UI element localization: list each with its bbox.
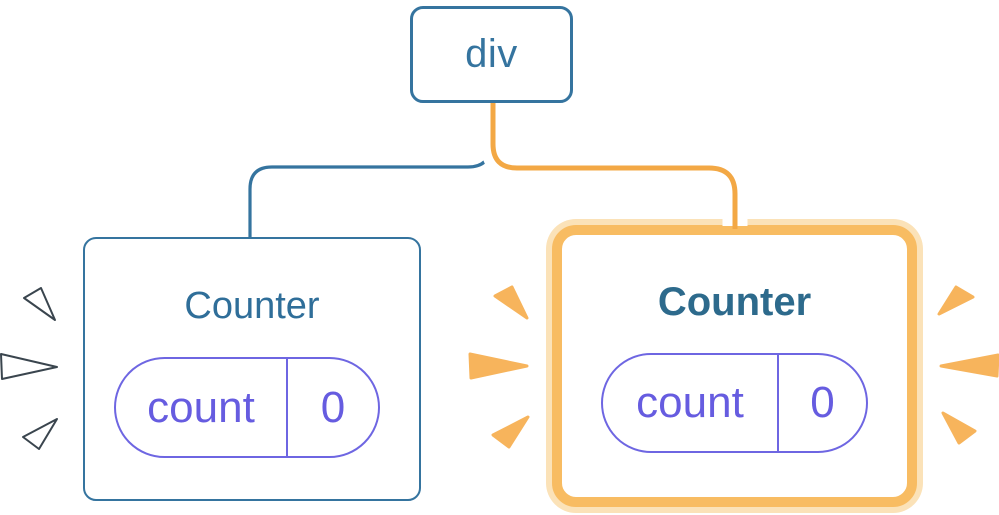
connector-left-line	[248, 101, 492, 239]
spark-icon-left-group	[0, 287, 58, 450]
state-key-right: count	[603, 355, 779, 451]
spark-icon	[937, 285, 975, 316]
spark-icon	[0, 353, 58, 380]
spark-icon-right-group	[937, 285, 999, 445]
state-value-right: 0	[810, 378, 835, 427]
counter-title-left: Counter	[184, 285, 320, 327]
root-node-div: div	[410, 6, 573, 103]
counter-card-left: Counter count 0	[83, 237, 421, 501]
spark-icon	[939, 353, 999, 378]
state-pill-left: count 0	[114, 357, 380, 458]
root-node-label: div	[465, 32, 518, 76]
spark-icon	[491, 415, 530, 449]
counter-title-right: Counter	[657, 280, 812, 324]
state-value-left: 0	[320, 382, 346, 432]
spark-icon	[941, 411, 977, 445]
state-key-left: count	[116, 359, 288, 456]
spark-icon	[493, 285, 529, 320]
connector-right-line	[490, 101, 738, 229]
spark-icon-middle-group	[468, 285, 530, 449]
spark-icon	[22, 418, 58, 450]
spark-icon	[23, 287, 56, 321]
connector-right-casing	[480, 101, 748, 226]
counter-card-right-highlighted: Counter count 0	[552, 225, 917, 507]
state-pill-right: count 0	[601, 353, 868, 453]
spark-icon	[468, 352, 529, 380]
